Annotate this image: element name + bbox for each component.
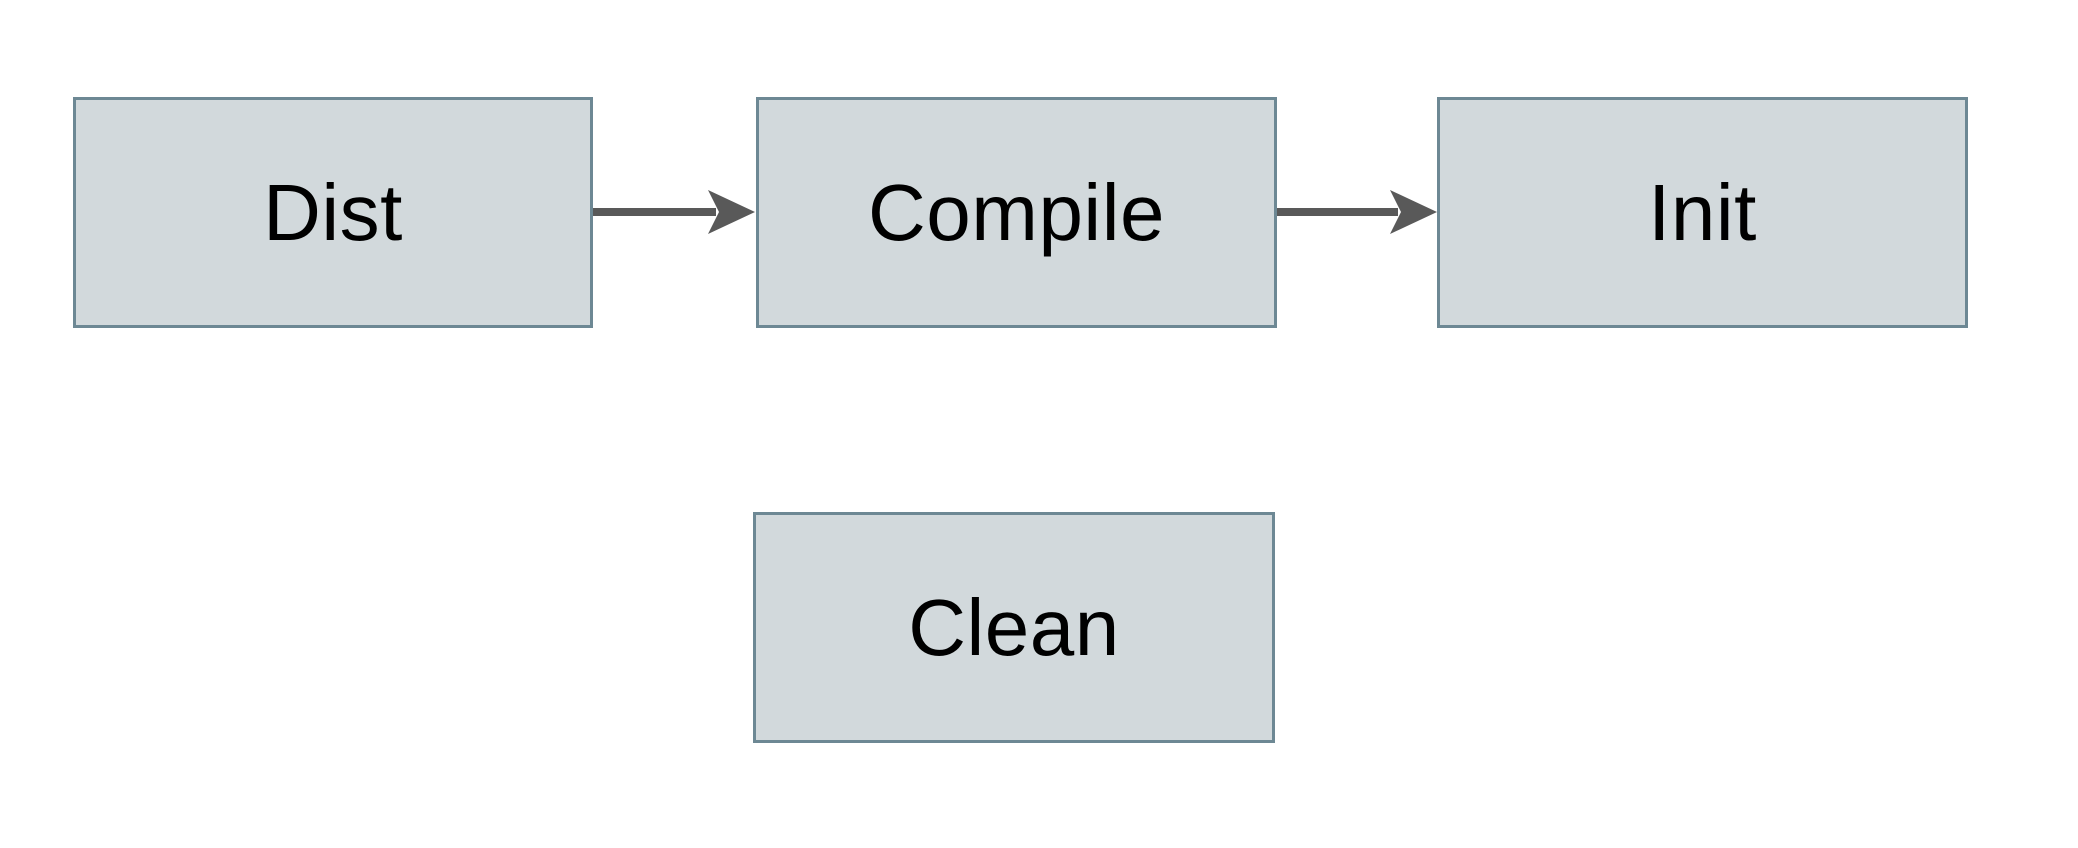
node-init: Init	[1437, 97, 1968, 328]
node-clean-label: Clean	[908, 582, 1120, 672]
node-dist-label: Dist	[263, 167, 403, 257]
arrowhead-icon	[1390, 190, 1437, 234]
edge-dist-to-compile	[593, 190, 755, 234]
node-init-label: Init	[1648, 167, 1757, 257]
edge-compile-to-init	[1277, 190, 1437, 234]
node-dist: Dist	[73, 97, 593, 328]
node-clean: Clean	[753, 512, 1275, 743]
node-compile-label: Compile	[868, 167, 1165, 257]
arrowhead-icon	[708, 190, 755, 234]
node-compile: Compile	[756, 97, 1277, 328]
